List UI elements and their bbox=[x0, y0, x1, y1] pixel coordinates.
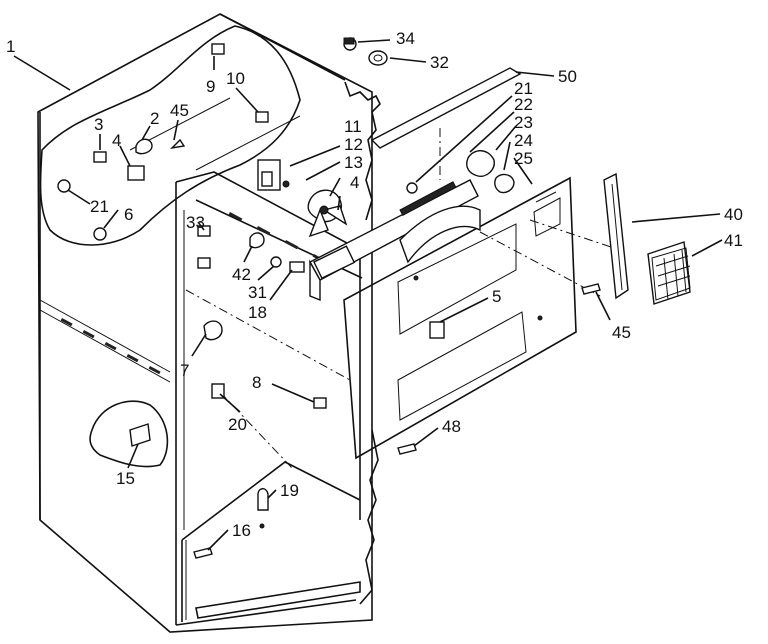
callout-4-left: 4 bbox=[112, 131, 121, 150]
cutaway-lower bbox=[89, 400, 169, 468]
callout-16: 16 bbox=[232, 521, 251, 540]
evaporator-cover-panel bbox=[343, 176, 577, 460]
callout-labels: 1 9 10 3 2 45 4 21 6 34 32 50 11 12 13 4… bbox=[6, 29, 743, 540]
callout-22: 22 bbox=[514, 95, 533, 114]
callout-1: 1 bbox=[6, 37, 15, 56]
part-40-strip bbox=[603, 172, 629, 300]
callout-18: 18 bbox=[248, 303, 267, 322]
part-24-socket bbox=[494, 173, 515, 194]
part-50-rail bbox=[370, 67, 522, 149]
callout-4-right: 4 bbox=[350, 173, 359, 192]
callout-50: 50 bbox=[558, 67, 577, 86]
callout-41: 41 bbox=[724, 231, 743, 250]
callout-5: 5 bbox=[492, 287, 501, 306]
callout-21-left: 21 bbox=[90, 197, 109, 216]
callout-6: 6 bbox=[124, 205, 133, 224]
control-housing bbox=[309, 179, 481, 302]
callout-19: 19 bbox=[280, 481, 299, 500]
callout-8: 8 bbox=[252, 373, 261, 392]
callout-9: 9 bbox=[206, 77, 215, 96]
callout-23: 23 bbox=[514, 113, 533, 132]
callout-15: 15 bbox=[116, 469, 135, 488]
alignment-lines bbox=[185, 128, 621, 469]
callout-20: 20 bbox=[228, 415, 247, 434]
callout-11: 11 bbox=[344, 117, 362, 136]
fan-bracket bbox=[257, 159, 290, 191]
part-34-grommet bbox=[343, 37, 357, 51]
callout-24: 24 bbox=[514, 131, 533, 150]
leader-lines bbox=[13, 39, 723, 551]
callout-48: 48 bbox=[442, 417, 461, 436]
callout-45-right: 45 bbox=[612, 323, 631, 342]
callout-32: 32 bbox=[430, 53, 449, 72]
callout-12: 12 bbox=[344, 135, 363, 154]
callout-34: 34 bbox=[396, 29, 415, 48]
callout-45-upper: 45 bbox=[170, 101, 189, 120]
callout-7: 7 bbox=[180, 361, 189, 380]
small-parts bbox=[57, 43, 445, 529]
fan-assembly bbox=[307, 189, 348, 238]
callout-13: 13 bbox=[344, 153, 363, 172]
part-23-bulb bbox=[466, 150, 495, 177]
callout-25: 25 bbox=[514, 149, 533, 168]
part-41-grille bbox=[647, 241, 691, 305]
callout-33: 33 bbox=[186, 213, 205, 232]
callout-21-right: 21 bbox=[514, 79, 533, 98]
part-32-bushing bbox=[368, 50, 388, 66]
callout-10: 10 bbox=[226, 69, 245, 88]
cutaway-upper bbox=[39, 25, 301, 246]
callout-31: 31 bbox=[248, 283, 267, 302]
callout-42: 42 bbox=[232, 265, 251, 284]
callout-40: 40 bbox=[724, 205, 743, 224]
screws bbox=[169, 138, 601, 559]
callout-3: 3 bbox=[94, 115, 103, 134]
callout-2: 2 bbox=[150, 109, 159, 128]
